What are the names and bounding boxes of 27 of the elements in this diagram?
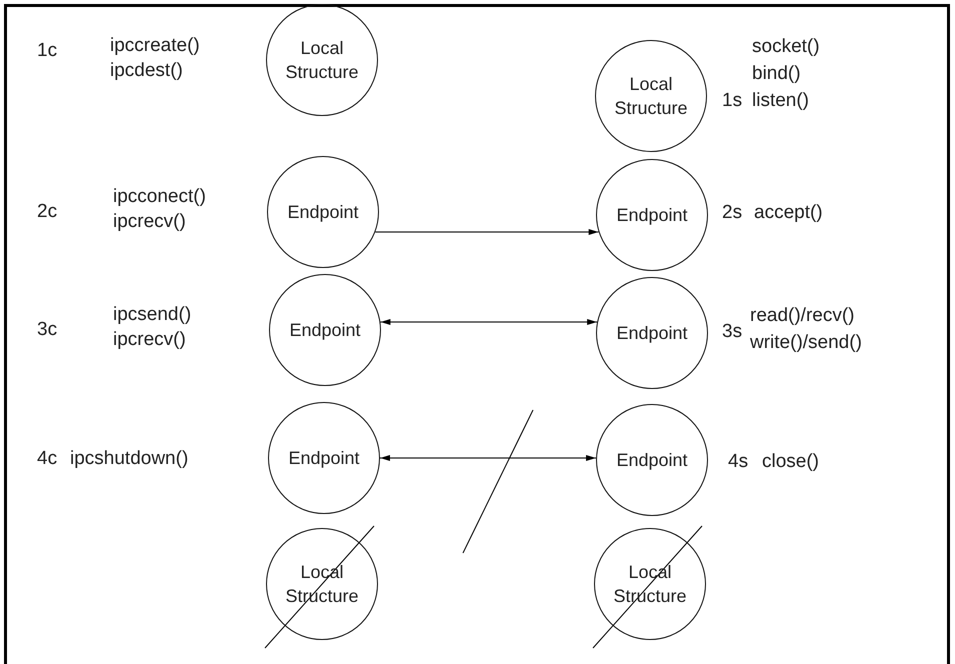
function-list: close() — [762, 448, 820, 475]
step-number: 3s — [722, 320, 742, 344]
circle-node: Local Structure — [266, 4, 378, 116]
function-list: accept() — [754, 199, 823, 226]
circle-node: Local Structure — [595, 40, 707, 152]
function-list: read()/recv() write()/send() — [750, 302, 862, 356]
circle-node: Endpoint — [596, 277, 708, 389]
step-number: 1c — [37, 39, 58, 63]
step-number: 2s — [722, 201, 742, 225]
function-list: ipcconect() ipcrecv() — [113, 184, 206, 234]
circle-node: Endpoint — [269, 274, 381, 386]
function-list: ipcsend() ipcrecv() — [113, 302, 192, 352]
step-number: 1s — [722, 89, 742, 113]
circle-node: Endpoint — [596, 404, 708, 516]
step-number: 3c — [37, 318, 58, 342]
arrow — [380, 319, 598, 325]
step-number: 4s — [728, 450, 748, 474]
arrow — [380, 455, 597, 461]
function-list: ipcshutdown() — [70, 446, 188, 471]
step-number: 4c — [37, 447, 58, 471]
circle-node: Endpoint — [267, 156, 379, 268]
function-list: socket() bind() listen() — [752, 33, 820, 114]
arrow — [374, 229, 600, 235]
step-number: 2c — [37, 200, 58, 224]
circle-node: Endpoint — [596, 159, 708, 271]
circle-node: Endpoint — [268, 402, 380, 514]
function-list: ipccreate() ipcdest() — [110, 33, 200, 83]
